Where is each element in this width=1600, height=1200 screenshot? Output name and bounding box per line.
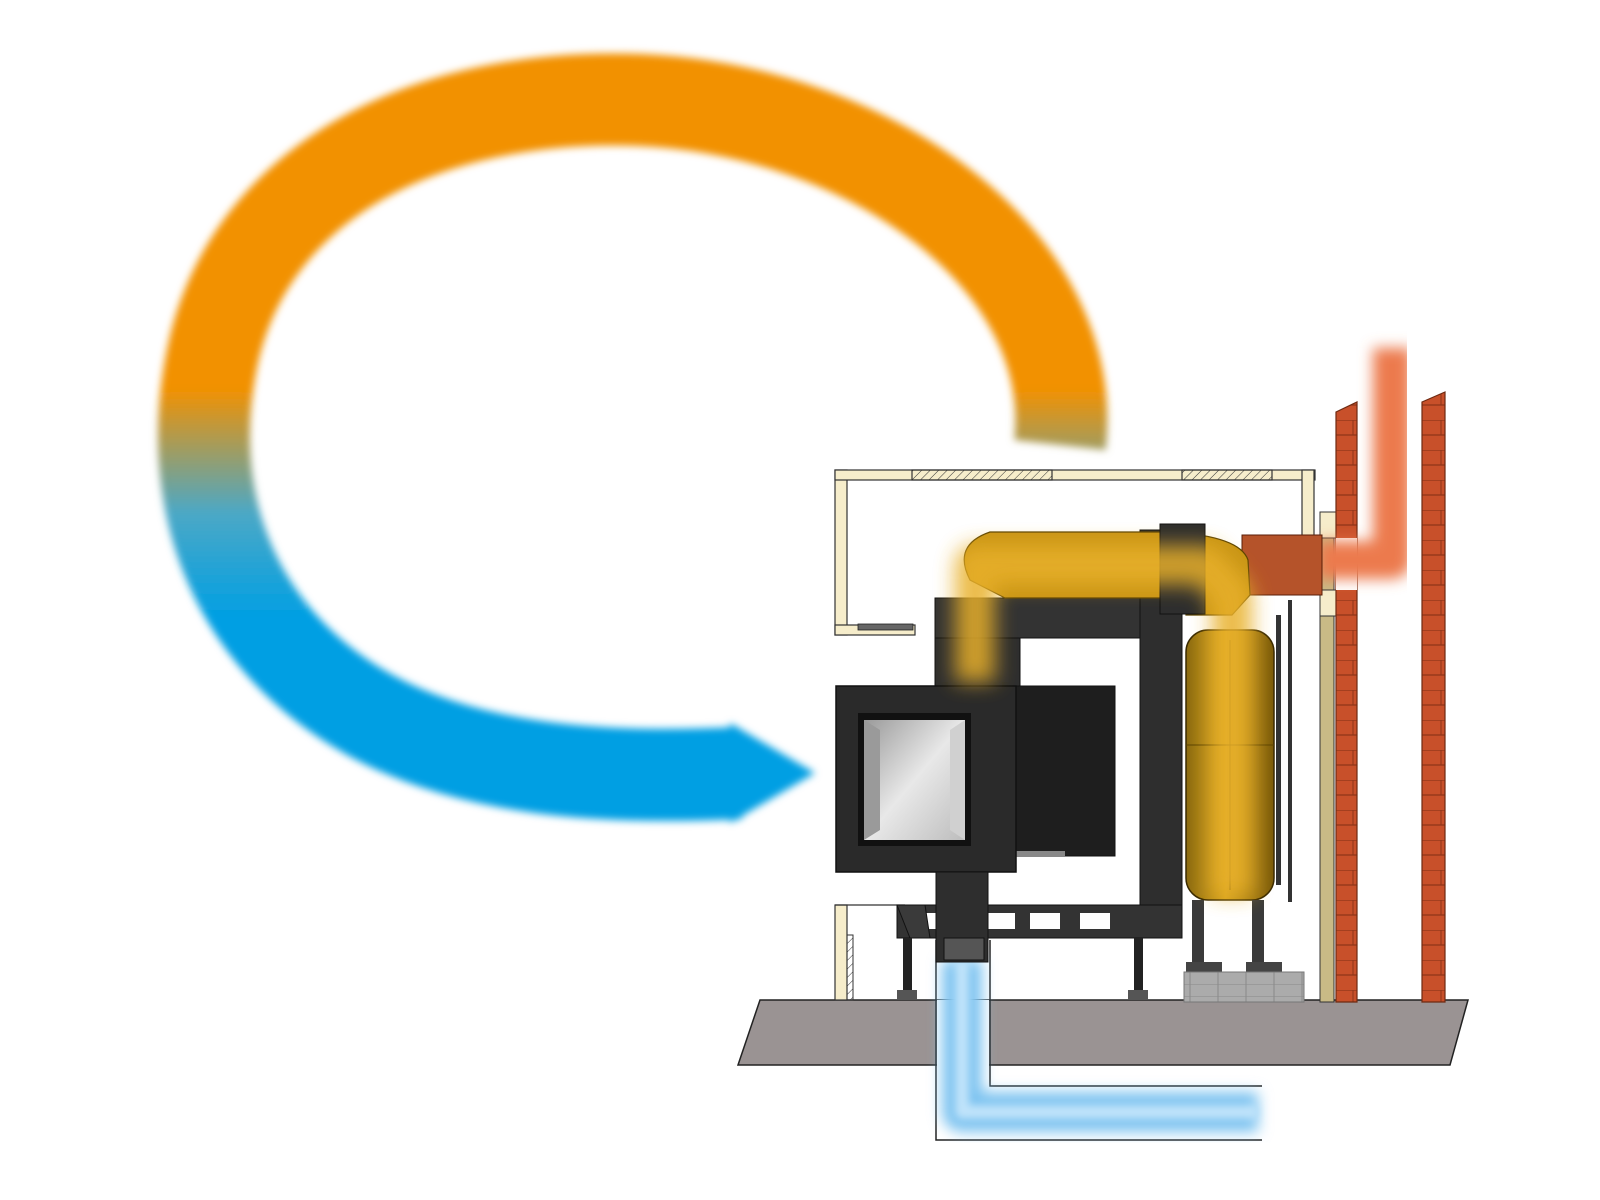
stove-window-glass [864,720,965,840]
stove-legs [897,938,1148,1000]
fireplace-housing [834,469,1316,1001]
fresh-air-duct [935,940,1262,1141]
flue-gas-glow [955,545,1252,895]
brick-chimney-right [1421,391,1446,1003]
arrow-right-icon [730,723,815,823]
convection-loop [158,53,1108,823]
stove [835,685,1116,963]
brick-chimney-left [1335,401,1358,1003]
exhaust-flow [1318,348,1411,579]
plinth-blocks [1183,971,1305,1003]
floor-slab [736,999,1469,1066]
wall-section [1319,511,1339,1003]
